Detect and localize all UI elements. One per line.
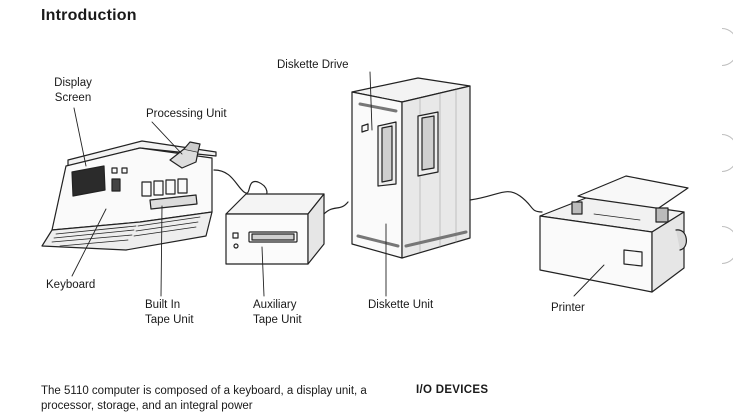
binding-hole bbox=[722, 226, 733, 264]
binding-hole bbox=[722, 134, 733, 172]
computer-unit bbox=[41, 140, 268, 251]
label-diskette-unit: Diskette Unit bbox=[368, 299, 434, 311]
label-processing-unit: Processing Unit bbox=[146, 108, 227, 120]
section-heading: I/O DEVICES bbox=[416, 384, 489, 396]
label-display-screen: Display Screen bbox=[54, 77, 92, 104]
binding-hole bbox=[722, 28, 733, 66]
label-auxiliary-tape-unit: Auxiliary Tape Unit bbox=[253, 299, 302, 326]
auxiliary-tape-unit bbox=[225, 193, 325, 265]
page-heading: Introduction bbox=[41, 7, 137, 24]
printer bbox=[539, 175, 689, 293]
label-printer: Printer bbox=[551, 302, 585, 314]
body-paragraph: The 5110 computer is composed of a keybo… bbox=[41, 385, 367, 412]
label-keyboard: Keyboard bbox=[46, 279, 96, 291]
label-built-in-tape-unit: Built In Tape Unit bbox=[145, 299, 194, 326]
diskette-unit bbox=[351, 77, 471, 259]
label-diskette-drive: Diskette Drive bbox=[277, 59, 349, 71]
